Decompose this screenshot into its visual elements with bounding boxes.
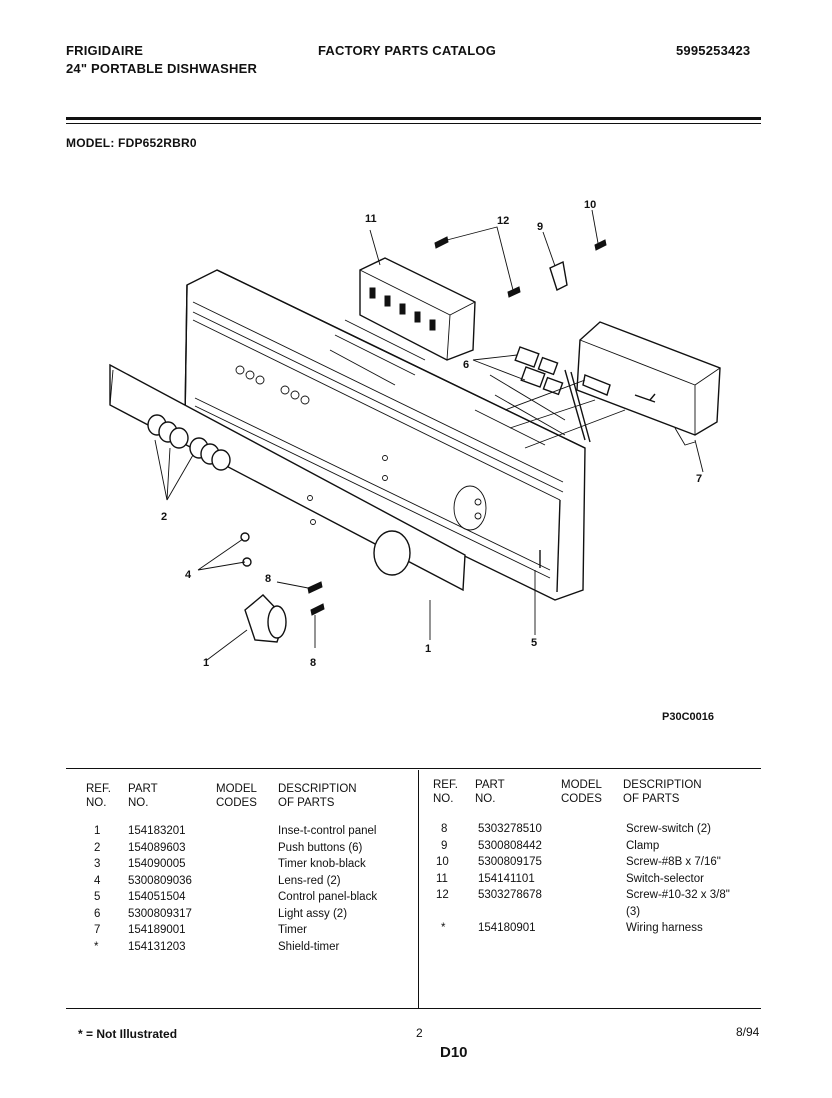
callout-8a: 8 — [265, 573, 271, 585]
header-rule — [66, 117, 761, 120]
exploded-parts-diagram: 1 2 4 8 8 1 5 6 7 9 10 11 12 — [109, 199, 721, 669]
model-line: MODEL: FDP652RBR0 — [66, 136, 197, 150]
callout-2: 2 — [161, 511, 167, 523]
lens-drawing — [197, 532, 252, 571]
callout-4: 4 — [185, 569, 192, 581]
product-name: 24" PORTABLE DISHWASHER — [66, 61, 258, 76]
header-rule-thin — [66, 123, 761, 124]
control-panel-drawing — [184, 269, 586, 601]
callout-7: 7 — [696, 473, 702, 485]
clamp-drawing — [542, 231, 568, 291]
timer-knob-drawing — [206, 594, 287, 661]
switch-selector-drawing — [329, 229, 476, 386]
catalog-date: 8/94 — [736, 1025, 760, 1039]
table-bottom-rule — [66, 1008, 761, 1009]
timer-drawing — [504, 321, 721, 473]
callout-5: 5 — [531, 637, 537, 649]
callout-1: 1 — [425, 643, 431, 655]
insert-control-panel-drawing — [109, 363, 466, 592]
page-code: D10 — [440, 1044, 468, 1061]
callout-9: 9 — [537, 221, 543, 233]
header-ref-right: REF.NO. — [433, 779, 458, 805]
callout-3: 1 — [203, 657, 209, 669]
callout-10: 10 — [584, 199, 596, 211]
screws-8-drawing — [276, 581, 325, 648]
callout-6: 6 — [463, 359, 469, 371]
table-top-rule — [66, 768, 761, 769]
callout-12: 12 — [497, 215, 509, 227]
brand-name: FRIGIDAIRE — [66, 43, 144, 58]
drawing-code: P30C0016 — [662, 711, 714, 723]
callout-8b: 8 — [310, 657, 316, 669]
callout-11: 11 — [365, 213, 377, 225]
screws-12-drawing — [434, 226, 521, 298]
push-buttons-drawing — [147, 414, 231, 501]
table-divider — [418, 770, 419, 1008]
header-ref: REF.NO. — [86, 783, 111, 809]
page-number: 2 — [416, 1026, 423, 1040]
screw-10-drawing — [591, 209, 607, 251]
catalog-title: FACTORY PARTS CATALOG — [318, 43, 497, 58]
not-illustrated-note: * = Not Illustrated — [78, 1027, 178, 1041]
catalog-number: 5995253423 — [676, 43, 751, 58]
